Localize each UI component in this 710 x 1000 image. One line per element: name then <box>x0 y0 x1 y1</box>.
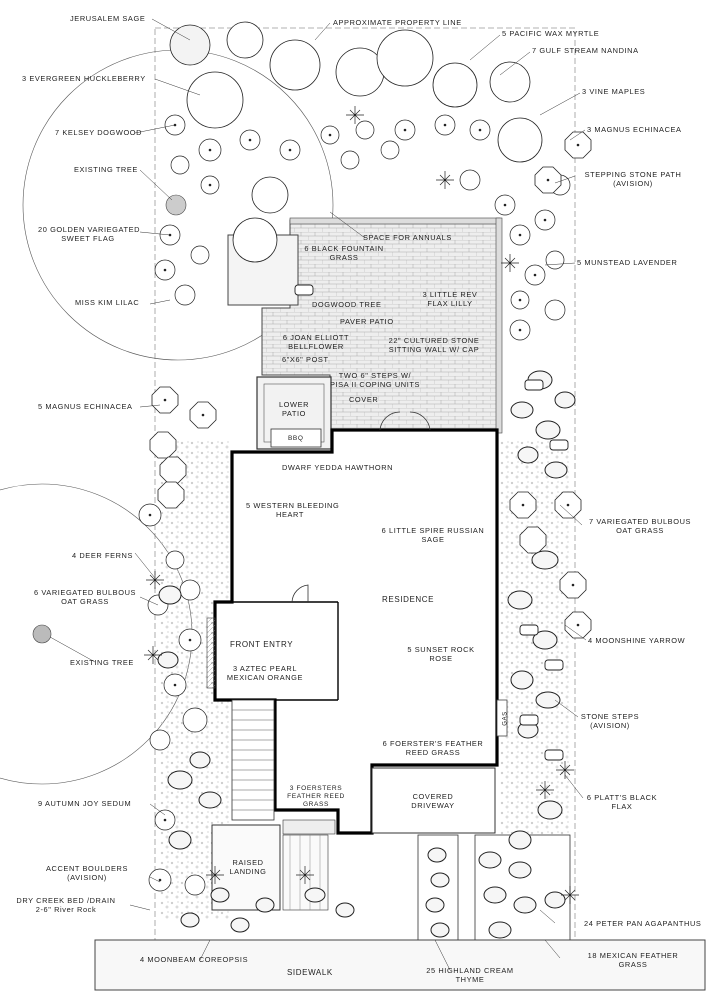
label-stone-steps: Stone Steps(Avision) <box>580 712 640 730</box>
foerster-planter <box>282 819 336 835</box>
label-front-entry: Front Entry <box>230 640 294 649</box>
label-sunset-rose: 5 Sunset RockRose <box>407 645 475 663</box>
covered-driveway <box>371 767 496 834</box>
label-dry-creek: Dry Creek Bed /Drain2-6" River Rock <box>16 896 116 914</box>
label-existing-tree-left: Existing Tree <box>70 658 134 667</box>
label-oat-grass-right: 7 Variegated BulbousOat Grass <box>588 517 692 535</box>
label-raised-landing: RaisedLanding <box>229 858 267 876</box>
label-russian-sage: 6 Little Spire RussianSage <box>381 526 485 544</box>
label-foerster-right: 6 Foerster's FeatherReed Grass <box>382 739 484 757</box>
label-vine-maples: 3 Vine Maples <box>582 87 646 96</box>
label-paver-patio: Paver Patio <box>340 317 394 326</box>
gas-meter <box>496 699 508 737</box>
label-covered-driveway: CoveredDriveway <box>411 792 455 810</box>
label-wax-myrtle: 5 Pacific Wax Myrtle <box>502 29 600 38</box>
label-bleeding-heart: 5 Western BleedingHeart <box>246 501 340 519</box>
label-lower-patio: LowerPatio <box>278 400 310 418</box>
label-bellflower: 6 Joan ElliottBellflower <box>282 333 350 351</box>
label-huckleberry: 3 Evergreen Huckleberry <box>22 74 146 83</box>
label-sitting-wall: 22" Cultured StoneSitting Wall w/ Cap <box>388 336 480 354</box>
label-kelsey-dogwood: 7 Kelsey Dogwood <box>55 128 143 137</box>
label-foerster-small: 3 FoerstersFeather ReedGrass <box>287 785 345 808</box>
label-sweet-flag: 20 Golden VariegatedSweet Flag <box>38 225 141 243</box>
label-flax-lilly: 3 Little RevFlax Lilly <box>422 290 478 308</box>
label-feather-grass: 18 Mexican FeatherGrass <box>587 951 679 969</box>
label-magnus-left: 5 Magnus Echinacea <box>38 402 133 411</box>
label-bbq: BBQ <box>288 435 304 442</box>
label-thyme: 25 Highland CreamThyme <box>426 966 514 984</box>
label-dogwood-tree: Dogwood Tree <box>312 300 382 309</box>
label-magnus-top: 3 Magnus Echinacea <box>587 125 682 134</box>
ornamental-grasses <box>144 106 579 904</box>
stepping-stone-path <box>294 284 569 761</box>
sidewalk <box>94 939 706 991</box>
existing-tree-trunk <box>165 194 187 216</box>
label-property-line: Approximate Property Line <box>333 18 462 27</box>
label-mexican-orange: 3 Aztec PearlMexican Orange <box>226 664 304 682</box>
label-residence: Residence <box>382 595 435 604</box>
label-deer-ferns: 4 Deer Ferns <box>72 551 133 560</box>
large-shrubs <box>169 21 543 263</box>
label-accent-boulders: Accent Boulders(Avision) <box>46 864 128 882</box>
label-autumn-joy: 9 Autumn Joy Sedum <box>38 799 132 808</box>
bbq <box>270 428 322 448</box>
label-munstead: 5 Munstead Lavender <box>577 258 678 267</box>
label-platt: 6 Platt's BlackFlax <box>586 793 658 811</box>
label-gas: GAS <box>502 711 509 726</box>
sitting-wall-right <box>495 217 503 434</box>
label-miss-kim: Miss Kim Lilac <box>75 298 140 307</box>
label-jerusalem-sage: Jerusalem Sage <box>70 14 146 23</box>
back-door-swing <box>379 411 431 431</box>
label-existing-tree-top: Existing Tree <box>74 165 138 174</box>
label-sidewalk: Sidewalk <box>287 968 333 977</box>
label-cover: Cover <box>349 395 379 404</box>
existing-tree-trunk <box>32 624 52 644</box>
label-nandina: 7 Gulf Stream Nandina <box>532 46 639 55</box>
label-yedda: Dwarf Yedda Hawthorn <box>282 463 394 472</box>
sitting-wall-top <box>289 217 501 225</box>
label-post: 6"x6" Post <box>282 355 329 364</box>
label-leaders <box>49 18 587 971</box>
front-steps <box>231 699 275 821</box>
label-oat-grass-left: 6 Variegated BulbousOat Grass <box>33 588 137 606</box>
label-stepping-stone: Stepping Stone Path(Avision) <box>584 170 682 188</box>
front-door-swing <box>291 584 309 603</box>
label-fountain-grass: 6 Black FountainGrass <box>304 244 384 262</box>
label-agapanthus: 24 Peter Pan Agapanthus <box>584 919 702 928</box>
label-steps: Two 6" Steps w/Pisa II Coping Units <box>329 371 421 389</box>
label-space-annuals: Space for Annuals <box>363 233 452 242</box>
label-coreopsis: 4 Moonbeam Coreopsis <box>140 955 249 964</box>
label-moonshine: 4 Moonshine Yarrow <box>588 636 686 645</box>
